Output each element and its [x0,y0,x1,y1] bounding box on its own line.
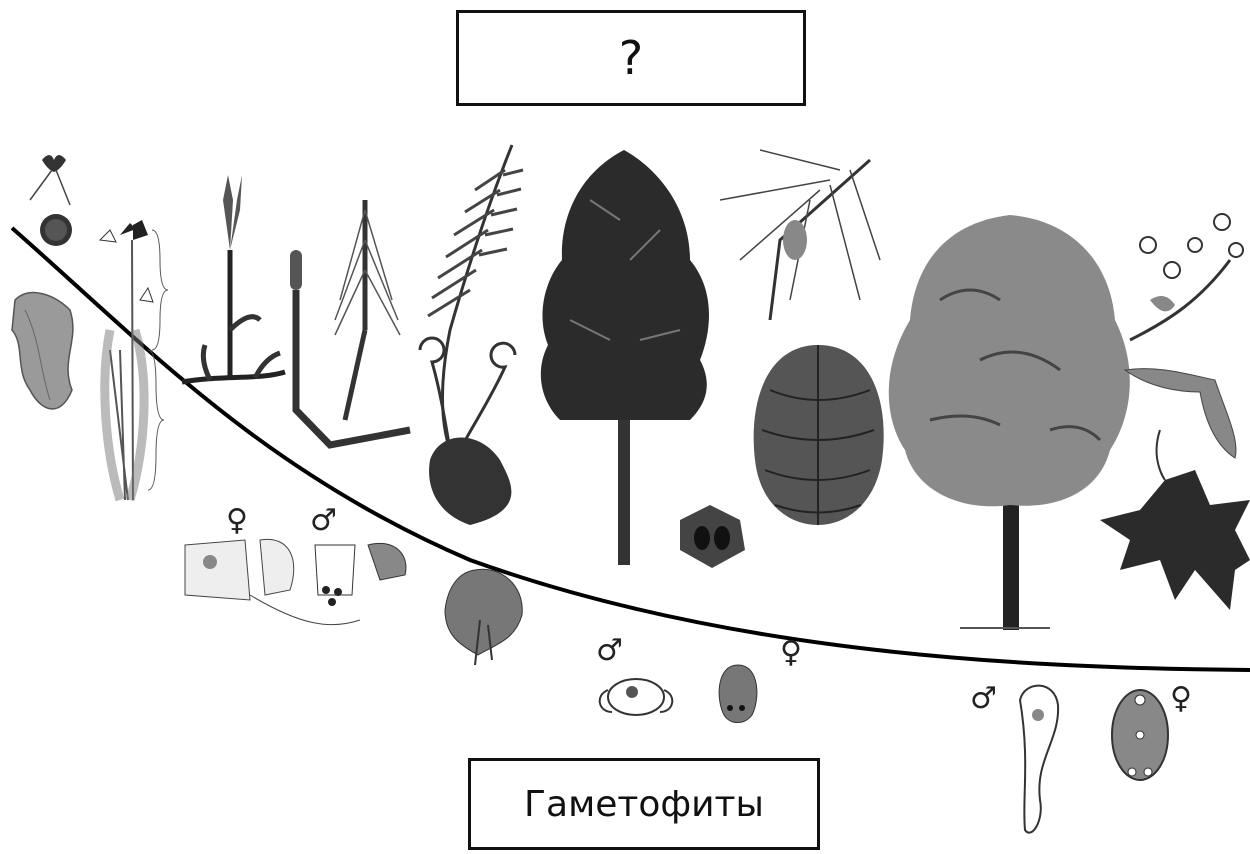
pine-seed-scale-illustration [680,505,745,568]
female-symbol: ♀ [226,503,248,538]
liverwort-sporophyte-illustration [30,155,72,246]
female-symbol: ♀ [1170,681,1192,716]
fern-prothallus-illustration [445,569,522,665]
gametophytes-label: Гаметофиты [524,784,764,825]
male-symbol: ♂ [596,633,623,668]
pine-pollen-grain-illustration [600,679,673,715]
gametophytes-label-box: Гаметофиты [468,758,820,850]
clubmoss-illustration [182,175,285,382]
maple-flowers-illustration [1130,214,1243,340]
male-symbol: ♂ [970,681,997,716]
moss-gametophyte-cells-illustration [185,539,406,624]
maple-samara-illustration [1125,369,1236,458]
pine-branch-illustration [720,150,880,320]
thallus-plant-illustration [12,293,73,409]
maple-leaf-illustration [1100,430,1250,610]
horsetail-illustration [290,200,410,445]
pine-tree-illustration [541,150,709,565]
pollen-tube-illustration [1020,686,1058,833]
maple-tree-illustration [889,215,1130,630]
embryo-sac-illustration [1112,690,1168,780]
female-symbol: ♀ [780,635,802,670]
pine-ovule-illustration [719,665,757,723]
male-symbol: ♂ [310,503,337,538]
pine-cone-illustration [754,345,884,525]
fern-illustration [420,145,523,525]
